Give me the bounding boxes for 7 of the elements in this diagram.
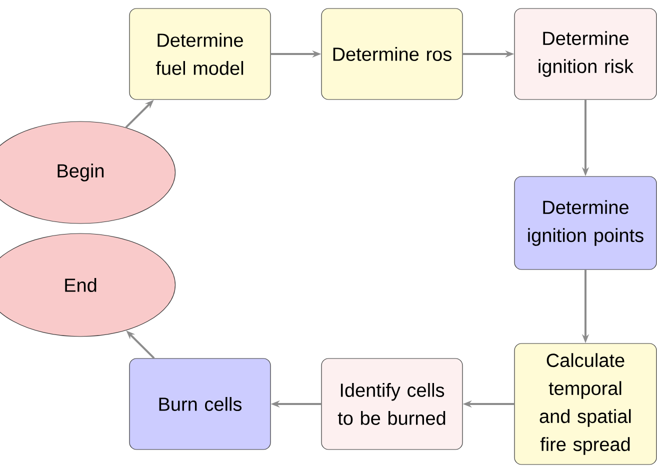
process-box: Burn cells xyxy=(129,358,271,450)
process-box: Identify cells to be burned xyxy=(321,358,463,450)
process-box: Determine ignition risk xyxy=(514,8,657,100)
process-box: Determine ignition points xyxy=(514,176,657,270)
process-box: Determine fuel model xyxy=(129,8,271,100)
process-box: Calculate temporal and spatial fire spread xyxy=(514,343,657,465)
process-box: Determine ros xyxy=(321,8,463,100)
